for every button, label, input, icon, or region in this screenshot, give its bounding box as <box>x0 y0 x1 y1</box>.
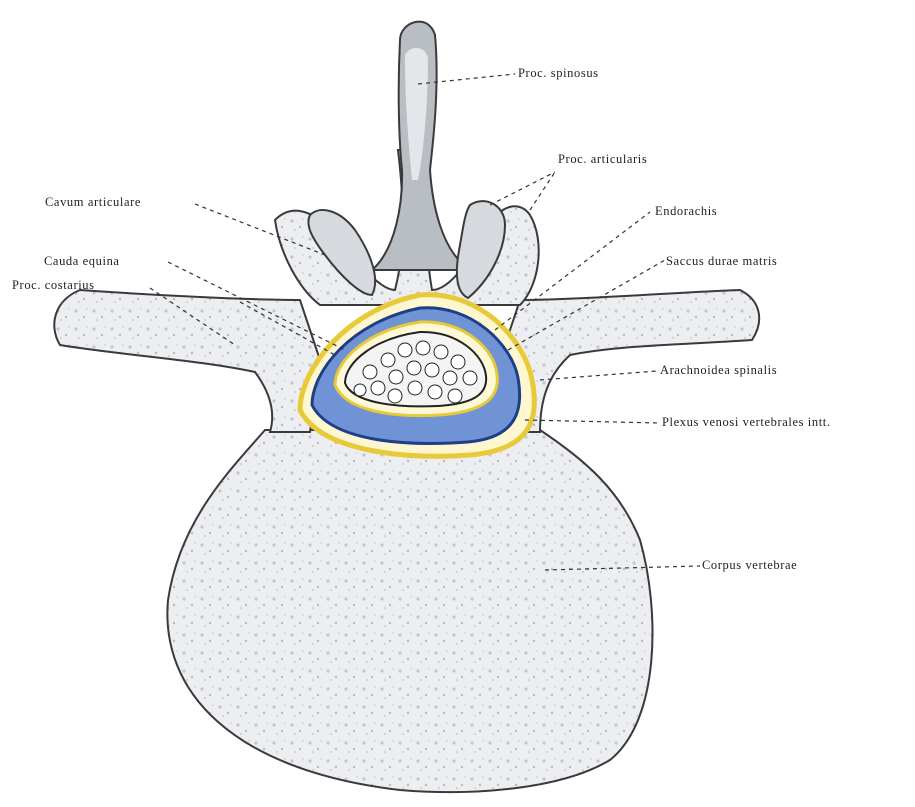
label-proc-costarius: Proc. costarius <box>12 278 95 292</box>
label-endorachis: Endorachis <box>655 204 717 218</box>
label-proc-articularis: Proc. articularis <box>558 152 647 166</box>
label-arachnoidea-spinalis: Arachnoidea spinalis <box>660 363 777 377</box>
proc-costarius-right <box>500 290 759 432</box>
label-corpus-vertebrae: Corpus vertebrae <box>702 558 797 572</box>
label-plexus-venosi: Plexus venosi vertebrales intt. <box>662 415 831 429</box>
label-saccus-durae-matris: Saccus durae matris <box>666 254 777 268</box>
proc-costarius-left <box>54 290 320 432</box>
label-cavum-articulare: Cavum articulare <box>45 195 141 209</box>
label-proc-spinosus: Proc. spinosus <box>518 66 599 80</box>
vertebral-body <box>167 430 652 792</box>
label-cauda-equina: Cauda equina <box>44 254 120 268</box>
